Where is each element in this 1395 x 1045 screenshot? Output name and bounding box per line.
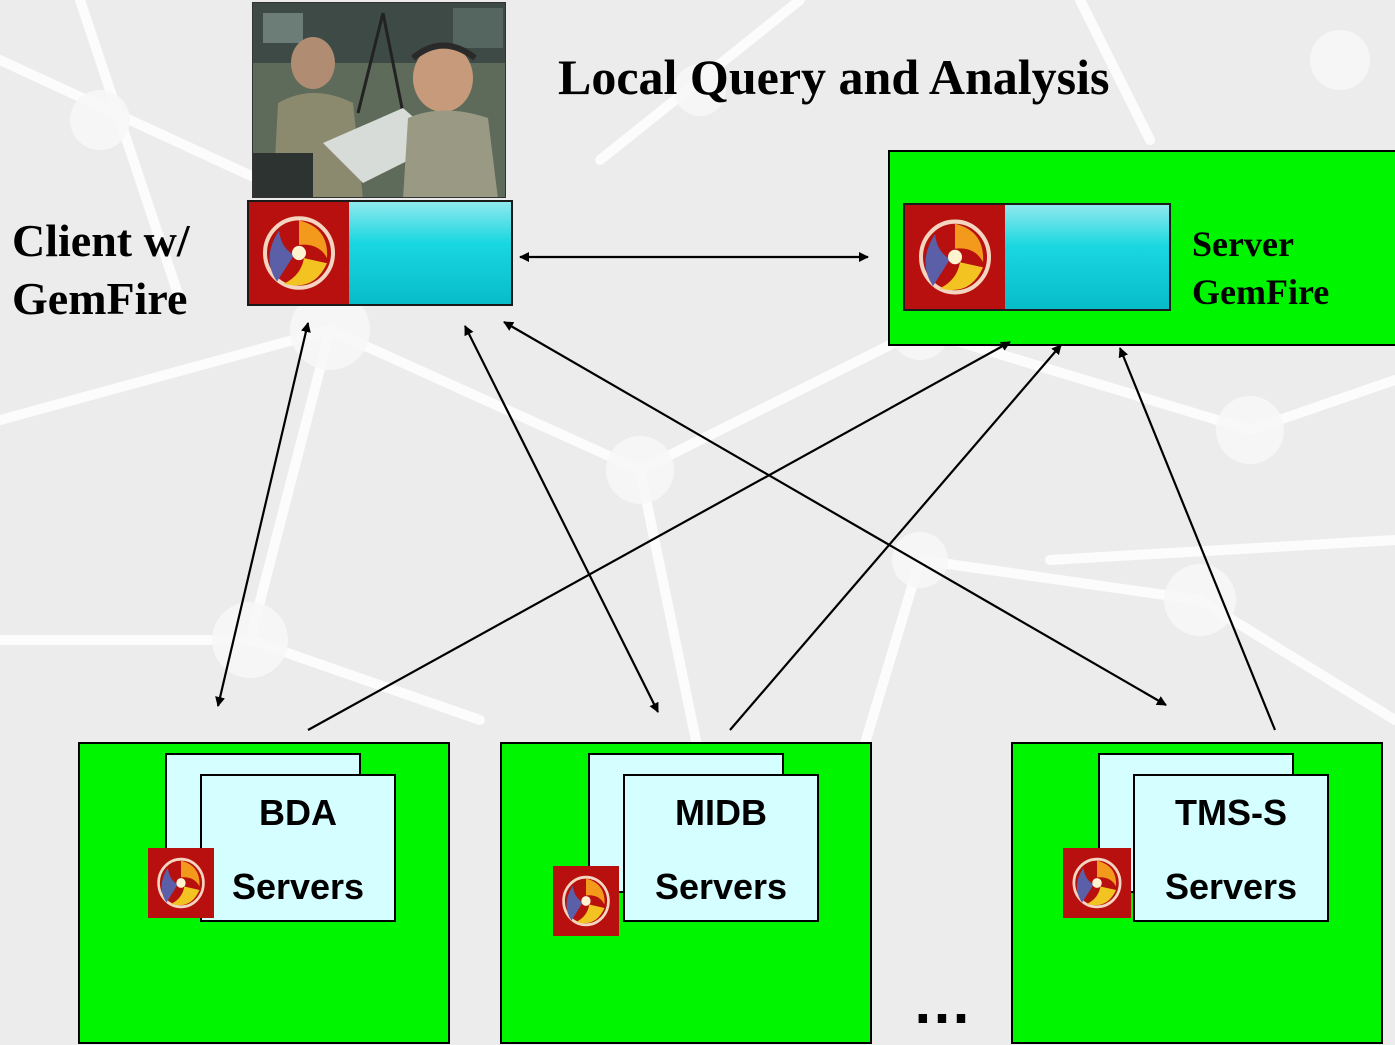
backend-card-front: TMS-S Servers [1133,774,1329,922]
backend-name: TMS-S [1175,792,1287,833]
backend-sub: Servers [654,866,788,907]
backend-sub: Servers [231,866,365,907]
more-ellipsis: … [912,969,976,1036]
client-label-line1: Client w/ [12,215,190,266]
backend-card-front: BDA Servers [200,774,396,922]
operators-photo [252,2,506,198]
gemfire-swirl-logo-icon [148,848,214,918]
server-label-line1: Server [1192,224,1294,264]
client-label-line2: GemFire [12,273,188,324]
diagram-title: Local Query and Analysis [558,49,1110,105]
gemfire-swirl-logo-icon [249,202,349,304]
backend-name: MIDB [675,792,767,833]
client-label: Client w/ GemFire [12,212,190,328]
backend-name: BDA [259,792,337,833]
gemfire-swirl-logo-icon [905,205,1005,309]
server-label-line2: GemFire [1192,272,1330,312]
backend-card-front: MIDB Servers [623,774,819,922]
server-label: Server GemFire [1192,220,1329,316]
backend-sub: Servers [1164,866,1298,907]
gemfire-swirl-logo-icon [553,866,619,936]
gemfire-swirl-logo-icon [1063,848,1131,918]
